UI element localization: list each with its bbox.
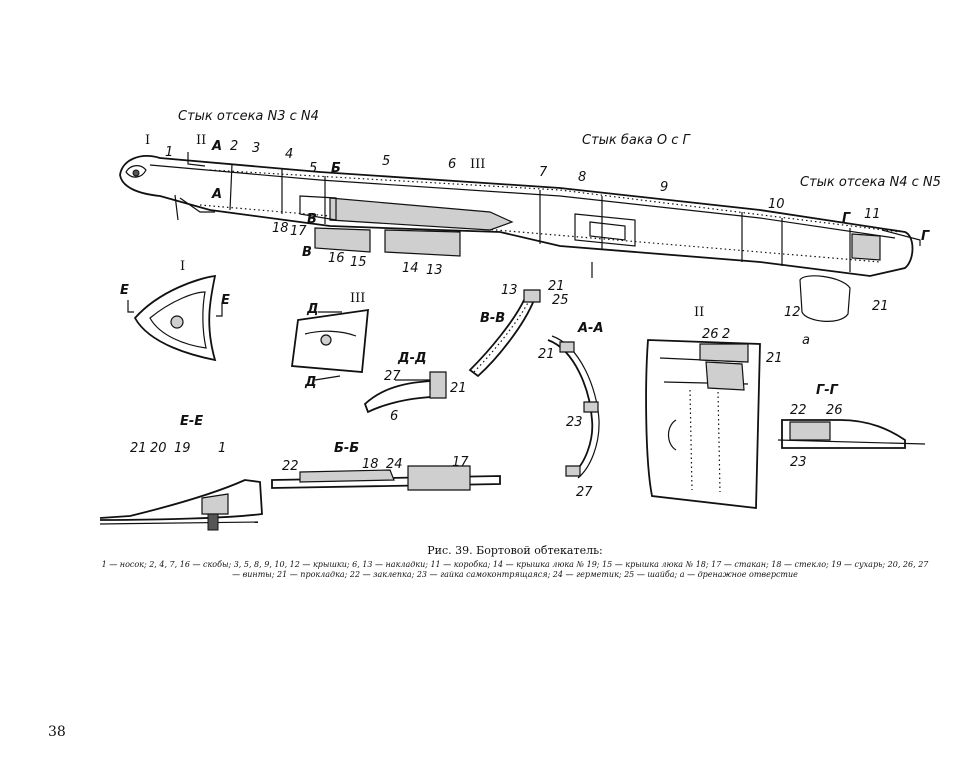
callout-22-gg: 22 — [790, 403, 807, 418]
callout-25: 25 — [552, 293, 569, 308]
callout-26-gg: 26 — [826, 403, 843, 418]
section-AA — [547, 335, 600, 479]
callout-8: 8 — [578, 170, 586, 185]
cut-label-b: Б — [331, 161, 341, 176]
callout-12: 12 — [784, 305, 801, 320]
callout-27-dd: 27 — [384, 369, 401, 384]
section-DD — [363, 371, 447, 414]
cut-label-v-top: В — [307, 212, 317, 227]
callout-21-ii: 21 — [766, 351, 783, 366]
section-GG — [777, 419, 926, 449]
joint-label-n3-n4: Стык отсека N3 с N4 — [178, 109, 319, 124]
section-BB — [271, 465, 501, 491]
callout-1-ee: 1 — [218, 441, 226, 456]
callout-16: 16 — [328, 251, 345, 266]
callout-5-a: 5 — [309, 161, 317, 176]
callout-21-main: 21 — [872, 299, 889, 314]
callout-20: 20 — [150, 441, 167, 456]
caption-title: Рис. 39. Бортовой обтекатель: — [427, 544, 603, 557]
detail-label-III: III — [350, 291, 365, 306]
callout-14: 14 — [402, 261, 419, 276]
joint-label-n4-n5: Стык отсека N4 с N5 — [800, 175, 941, 190]
section-title-gg: Г-Г — [816, 383, 839, 398]
callout-24: 24 — [386, 457, 403, 472]
callout-4: 4 — [285, 147, 293, 162]
section-title-dd: Д-Д — [397, 351, 427, 366]
callout-21-vv: 21 — [548, 279, 565, 294]
cut-label-g-right: Г — [921, 229, 930, 244]
view-label-III: III — [470, 157, 485, 172]
section-VV — [468, 289, 541, 378]
callout-27-aa: 27 — [576, 485, 593, 500]
callout-17: 17 — [290, 224, 307, 239]
callout-1: 1 — [165, 145, 173, 160]
view-I-nose-detail — [127, 274, 223, 362]
callout-26-ii: 26 — [702, 327, 719, 342]
cut-label-e-right: Е — [221, 293, 230, 308]
callout-11: 11 — [864, 207, 881, 222]
figure-caption: Рис. 39. Бортовой обтекатель: 1 — носок;… — [100, 544, 930, 580]
cut-label-e-left: Е — [120, 283, 129, 298]
callout-21-aa: 21 — [538, 347, 555, 362]
callout-18: 18 — [272, 221, 289, 236]
view-II-detail — [645, 339, 761, 510]
callout-5-b: 5 — [382, 154, 390, 169]
cut-label-a-bottom: А — [211, 187, 222, 202]
callout-13-vv: 13 — [501, 283, 518, 298]
detail-label-I: I — [180, 259, 185, 274]
callout-18-bb: 18 — [362, 457, 379, 472]
view-III-detail — [290, 308, 370, 381]
callout-2-ii: 2 — [722, 327, 730, 342]
callout-7: 7 — [539, 165, 548, 180]
callout-6-dd: 6 — [390, 409, 398, 424]
joint-label-tank-o-g: Стык бака О с Г — [582, 133, 691, 148]
callout-21-dd: 21 — [450, 381, 467, 396]
detail-label-II: II — [694, 305, 704, 320]
callout-23-gg: 23 — [790, 455, 807, 470]
callout-13-main: 13 — [426, 263, 443, 278]
callout-10: 10 — [768, 197, 785, 212]
section-title-ee: Е-Е — [180, 414, 203, 429]
cut-label-g-left: Г — [842, 211, 851, 226]
cut-label-a-top: А — [211, 139, 222, 154]
callout-22-bb: 22 — [282, 459, 299, 474]
callout-19: 19 — [174, 441, 191, 456]
callout-3: 3 — [252, 141, 260, 156]
cut-label-d-top: Д — [306, 302, 319, 317]
caption-legend: 1 — носок; 2, 4, 7, 16 — скобы; 3, 5, 8,… — [101, 560, 929, 579]
callout-21-ee: 21 — [130, 441, 147, 456]
callout-6: 6 — [448, 157, 456, 172]
callout-15: 15 — [350, 255, 367, 270]
cut-label-v-bottom: В — [302, 245, 312, 260]
section-EE — [99, 479, 263, 531]
callout-2: 2 — [230, 139, 238, 154]
view-label-I: I — [145, 133, 150, 148]
main-fairing-body — [119, 152, 921, 322]
section-title-bb: Б-Б — [334, 441, 359, 456]
callout-17-bb: 17 — [452, 455, 469, 470]
view-label-II: II — [196, 133, 206, 148]
section-title-vv: В-В — [480, 311, 505, 326]
callout-23-aa: 23 — [566, 415, 583, 430]
section-title-aa: А-А — [577, 321, 604, 336]
cut-label-d-bottom: Д — [304, 375, 317, 390]
callout-a: а — [802, 333, 810, 348]
page-number: 38 — [48, 724, 66, 740]
callout-9: 9 — [660, 180, 668, 195]
